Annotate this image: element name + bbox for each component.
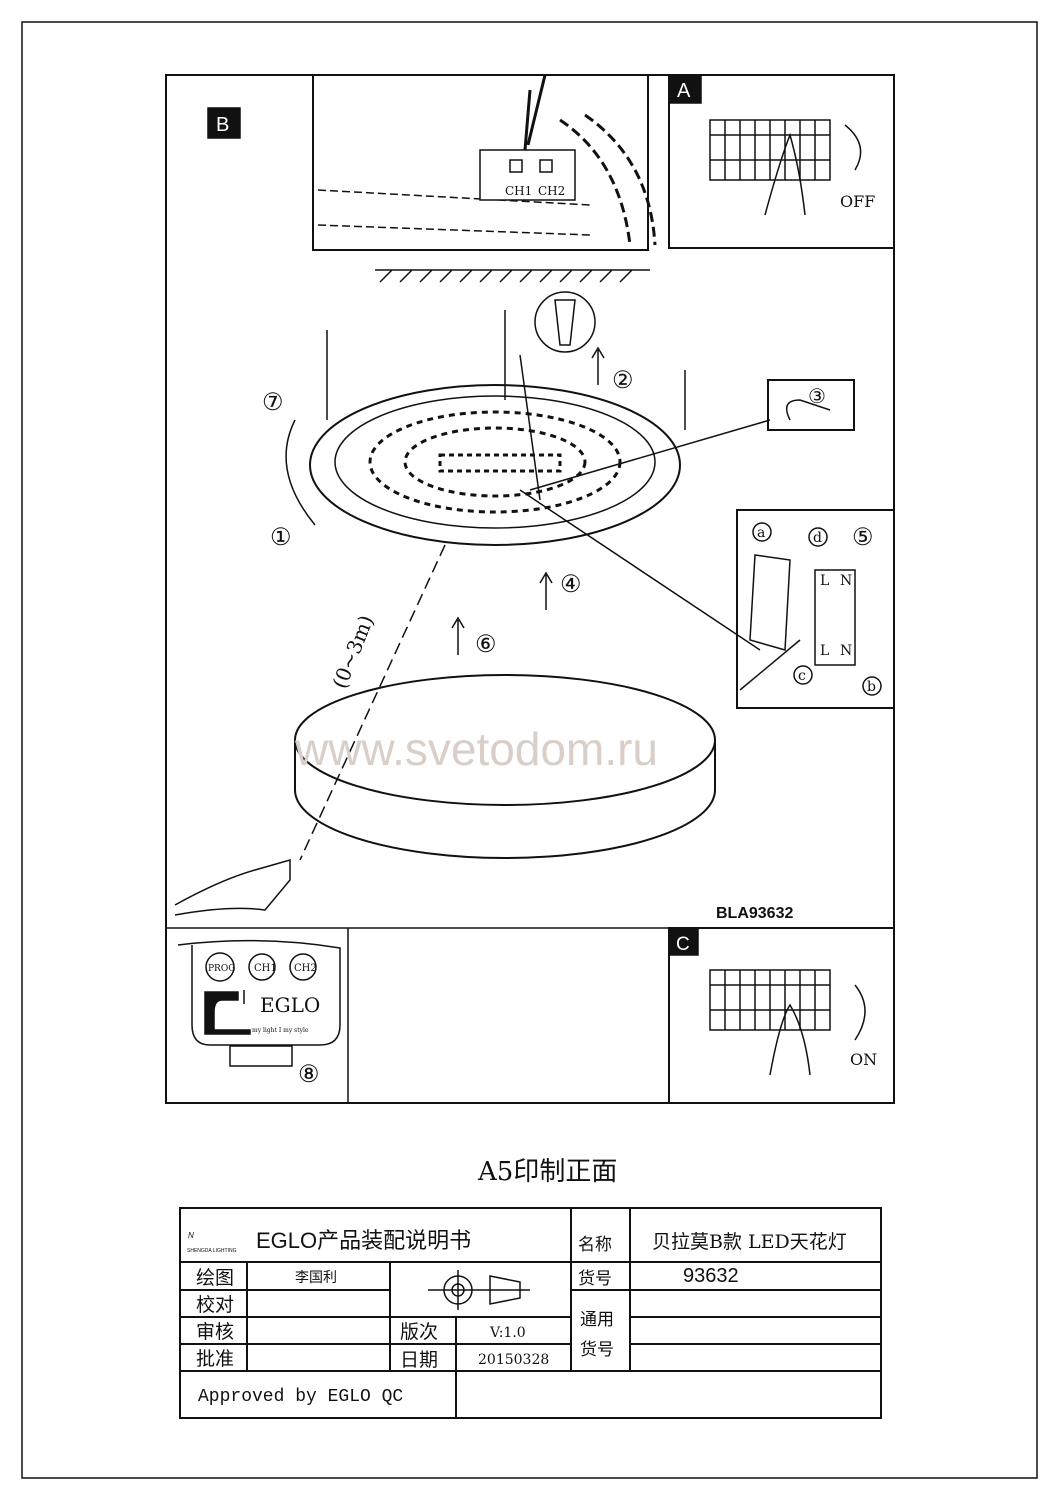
approve-label: 批准 — [196, 1348, 234, 1370]
logo-new-icon: N — [188, 1231, 194, 1240]
date-label: 日期 — [400, 1349, 438, 1371]
watermark: www.svetodom.ru — [294, 723, 658, 775]
svg-text:⑤: ⑤ — [852, 523, 874, 551]
hand-remote-icon — [174, 859, 291, 916]
remote-ch2-button: CH2 — [294, 963, 317, 974]
step-4: ④ — [560, 570, 582, 598]
panel-b-badge — [207, 107, 241, 139]
svg-text:b: b — [867, 679, 876, 695]
panel-c-breaker-on: C ON — [668, 927, 895, 1104]
item-label: 货号 — [578, 1269, 612, 1289]
print-note: A5印制正面 — [477, 1157, 617, 1187]
step-3-cable-detail: ③ — [767, 379, 855, 431]
date-value: 20150328 — [478, 1352, 549, 1368]
svg-text:③: ③ — [808, 384, 826, 408]
diffuser-shade — [294, 674, 716, 859]
drawn-value: 李国利 — [295, 1270, 337, 1286]
approved-by: Approved by EGLO QC — [198, 1387, 403, 1407]
review-label: 审核 — [196, 1321, 234, 1343]
common-label-1: 通用 — [580, 1310, 614, 1330]
remote-brand: EGLO — [260, 993, 320, 1017]
svg-text:L: L — [820, 643, 829, 659]
step-6: ⑥ — [475, 630, 497, 658]
ch1-label: CH1 — [505, 184, 532, 198]
svg-text:N: N — [840, 643, 852, 659]
model-code: BLA93632 — [716, 905, 793, 922]
version-label: 版次 — [400, 1321, 438, 1343]
item-value: 93632 — [683, 1265, 739, 1287]
svg-text:L: L — [820, 573, 829, 589]
ch2-label: CH2 — [538, 184, 565, 198]
step-7: ⑦ — [262, 388, 284, 416]
step-8: ⑧ — [298, 1060, 320, 1088]
drawing-frame — [165, 74, 895, 1104]
step-2: ② — [612, 366, 634, 394]
panel-c-label: C — [676, 934, 690, 955]
ceiling-hatch — [375, 269, 650, 283]
arrow-up-2 — [591, 346, 605, 385]
remote-range-line — [299, 544, 446, 861]
wall-plug-detail — [534, 291, 596, 353]
arrow-up-4 — [539, 571, 553, 610]
svg-text:c: c — [798, 668, 806, 684]
check-label: 校对 — [196, 1294, 234, 1316]
remote-slogan: my light I my style — [252, 1027, 309, 1034]
page-border — [21, 21, 1038, 1479]
rotate-arrow — [285, 419, 316, 526]
svg-text:d: d — [813, 530, 822, 546]
on-label: ON — [850, 1050, 877, 1069]
remote-detail: PROG CH1 CH2 EGLO my light I my style ⑧ — [177, 939, 341, 1088]
drawn-label: 绘图 — [196, 1267, 234, 1289]
logo-text: SHENGDA LIGHTING — [187, 1248, 237, 1254]
base-plate — [309, 310, 771, 651]
name-value: 贝拉莫B款 LED天花灯 — [652, 1231, 847, 1253]
off-label: OFF — [840, 192, 875, 211]
title-block — [179, 1207, 882, 1419]
name-label: 名称 — [578, 1235, 612, 1255]
panel-b-label: B — [216, 114, 229, 136]
distance-label: (0~3m) — [327, 612, 378, 692]
step-1: ① — [270, 523, 292, 551]
panel-a-breaker-off: A OFF — [668, 74, 895, 249]
remote-ch1-button: CH1 — [254, 963, 277, 974]
doc-title: EGLO产品装配说明书 — [256, 1228, 471, 1253]
remote-prog-button: PROG — [208, 964, 235, 974]
arrow-up-6 — [451, 616, 465, 655]
version-value: V:1.0 — [489, 1325, 526, 1341]
svg-text:a: a — [757, 525, 765, 541]
lower-divider — [166, 927, 669, 1103]
controller-detail: CH1 CH2 — [312, 74, 657, 251]
projection-symbol-icon — [428, 1270, 530, 1310]
panel-a-label: A — [677, 80, 691, 102]
svg-text:N: N — [840, 573, 852, 589]
common-label-2: 货号 — [580, 1340, 614, 1360]
